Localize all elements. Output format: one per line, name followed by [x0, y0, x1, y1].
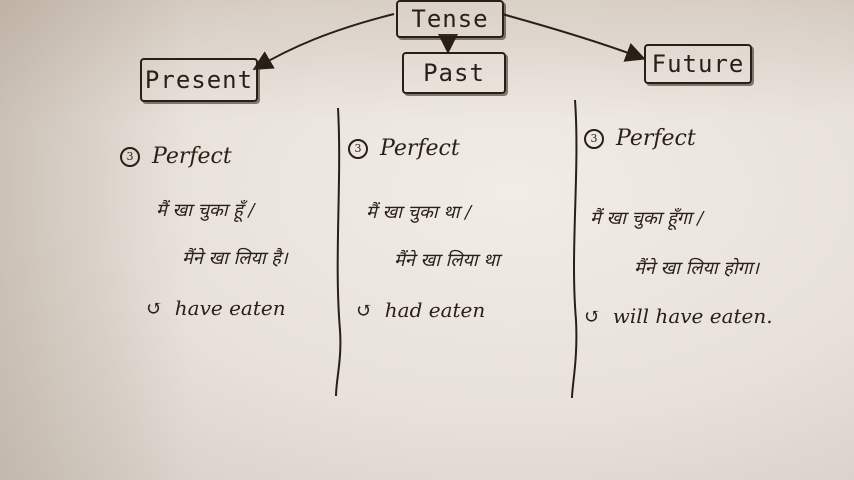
future-heading-text: Perfect [616, 126, 696, 151]
future-label: Future [651, 50, 745, 78]
present-hindi-line1: मैं खा चुका हूँ / [156, 200, 255, 221]
future-box: Future [644, 44, 752, 84]
past-number: 3 [348, 139, 368, 159]
tense-root-label: Tense [411, 5, 489, 33]
past-hindi-line2: मैंने खा लिया था [394, 250, 500, 271]
arrow-to-future [501, 13, 646, 62]
divider-left [335, 107, 342, 397]
present-bullet: ↺ [146, 296, 163, 320]
present-heading-text: Perfect [152, 144, 232, 169]
future-hindi-line2: मैंने खा लिया होगा। [634, 258, 760, 279]
future-bullet: ↺ [584, 304, 601, 328]
present-label: Present [144, 66, 254, 94]
future-number: 3 [584, 129, 604, 149]
future-english-text: will have eaten. [612, 304, 773, 328]
past-bullet: ↺ [356, 298, 373, 322]
past-heading-text: Perfect [380, 136, 460, 161]
present-number: 3 [120, 147, 140, 167]
future-heading: 3 Perfect [584, 126, 696, 151]
present-english-text: have eaten [174, 296, 286, 320]
arrow-to-present [252, 13, 395, 71]
future-english: ↺ will have eaten. [584, 304, 773, 328]
present-heading: 3 Perfect [120, 144, 232, 169]
past-box: Past [402, 52, 506, 94]
past-english: ↺ had eaten [356, 298, 485, 322]
future-hindi-line1: मैं खा चुका हूँगा / [590, 208, 704, 229]
past-english-text: had eaten [384, 298, 486, 322]
present-hindi-line2: मैंने खा लिया है। [182, 248, 288, 269]
past-label: Past [423, 59, 485, 87]
divider-right [571, 99, 578, 399]
past-heading: 3 Perfect [348, 136, 460, 161]
past-hindi-line1: मैं खा चुका था / [366, 202, 472, 223]
tense-root-box: Tense [396, 0, 504, 38]
present-english: ↺ have eaten [146, 296, 286, 320]
present-box: Present [140, 58, 258, 102]
